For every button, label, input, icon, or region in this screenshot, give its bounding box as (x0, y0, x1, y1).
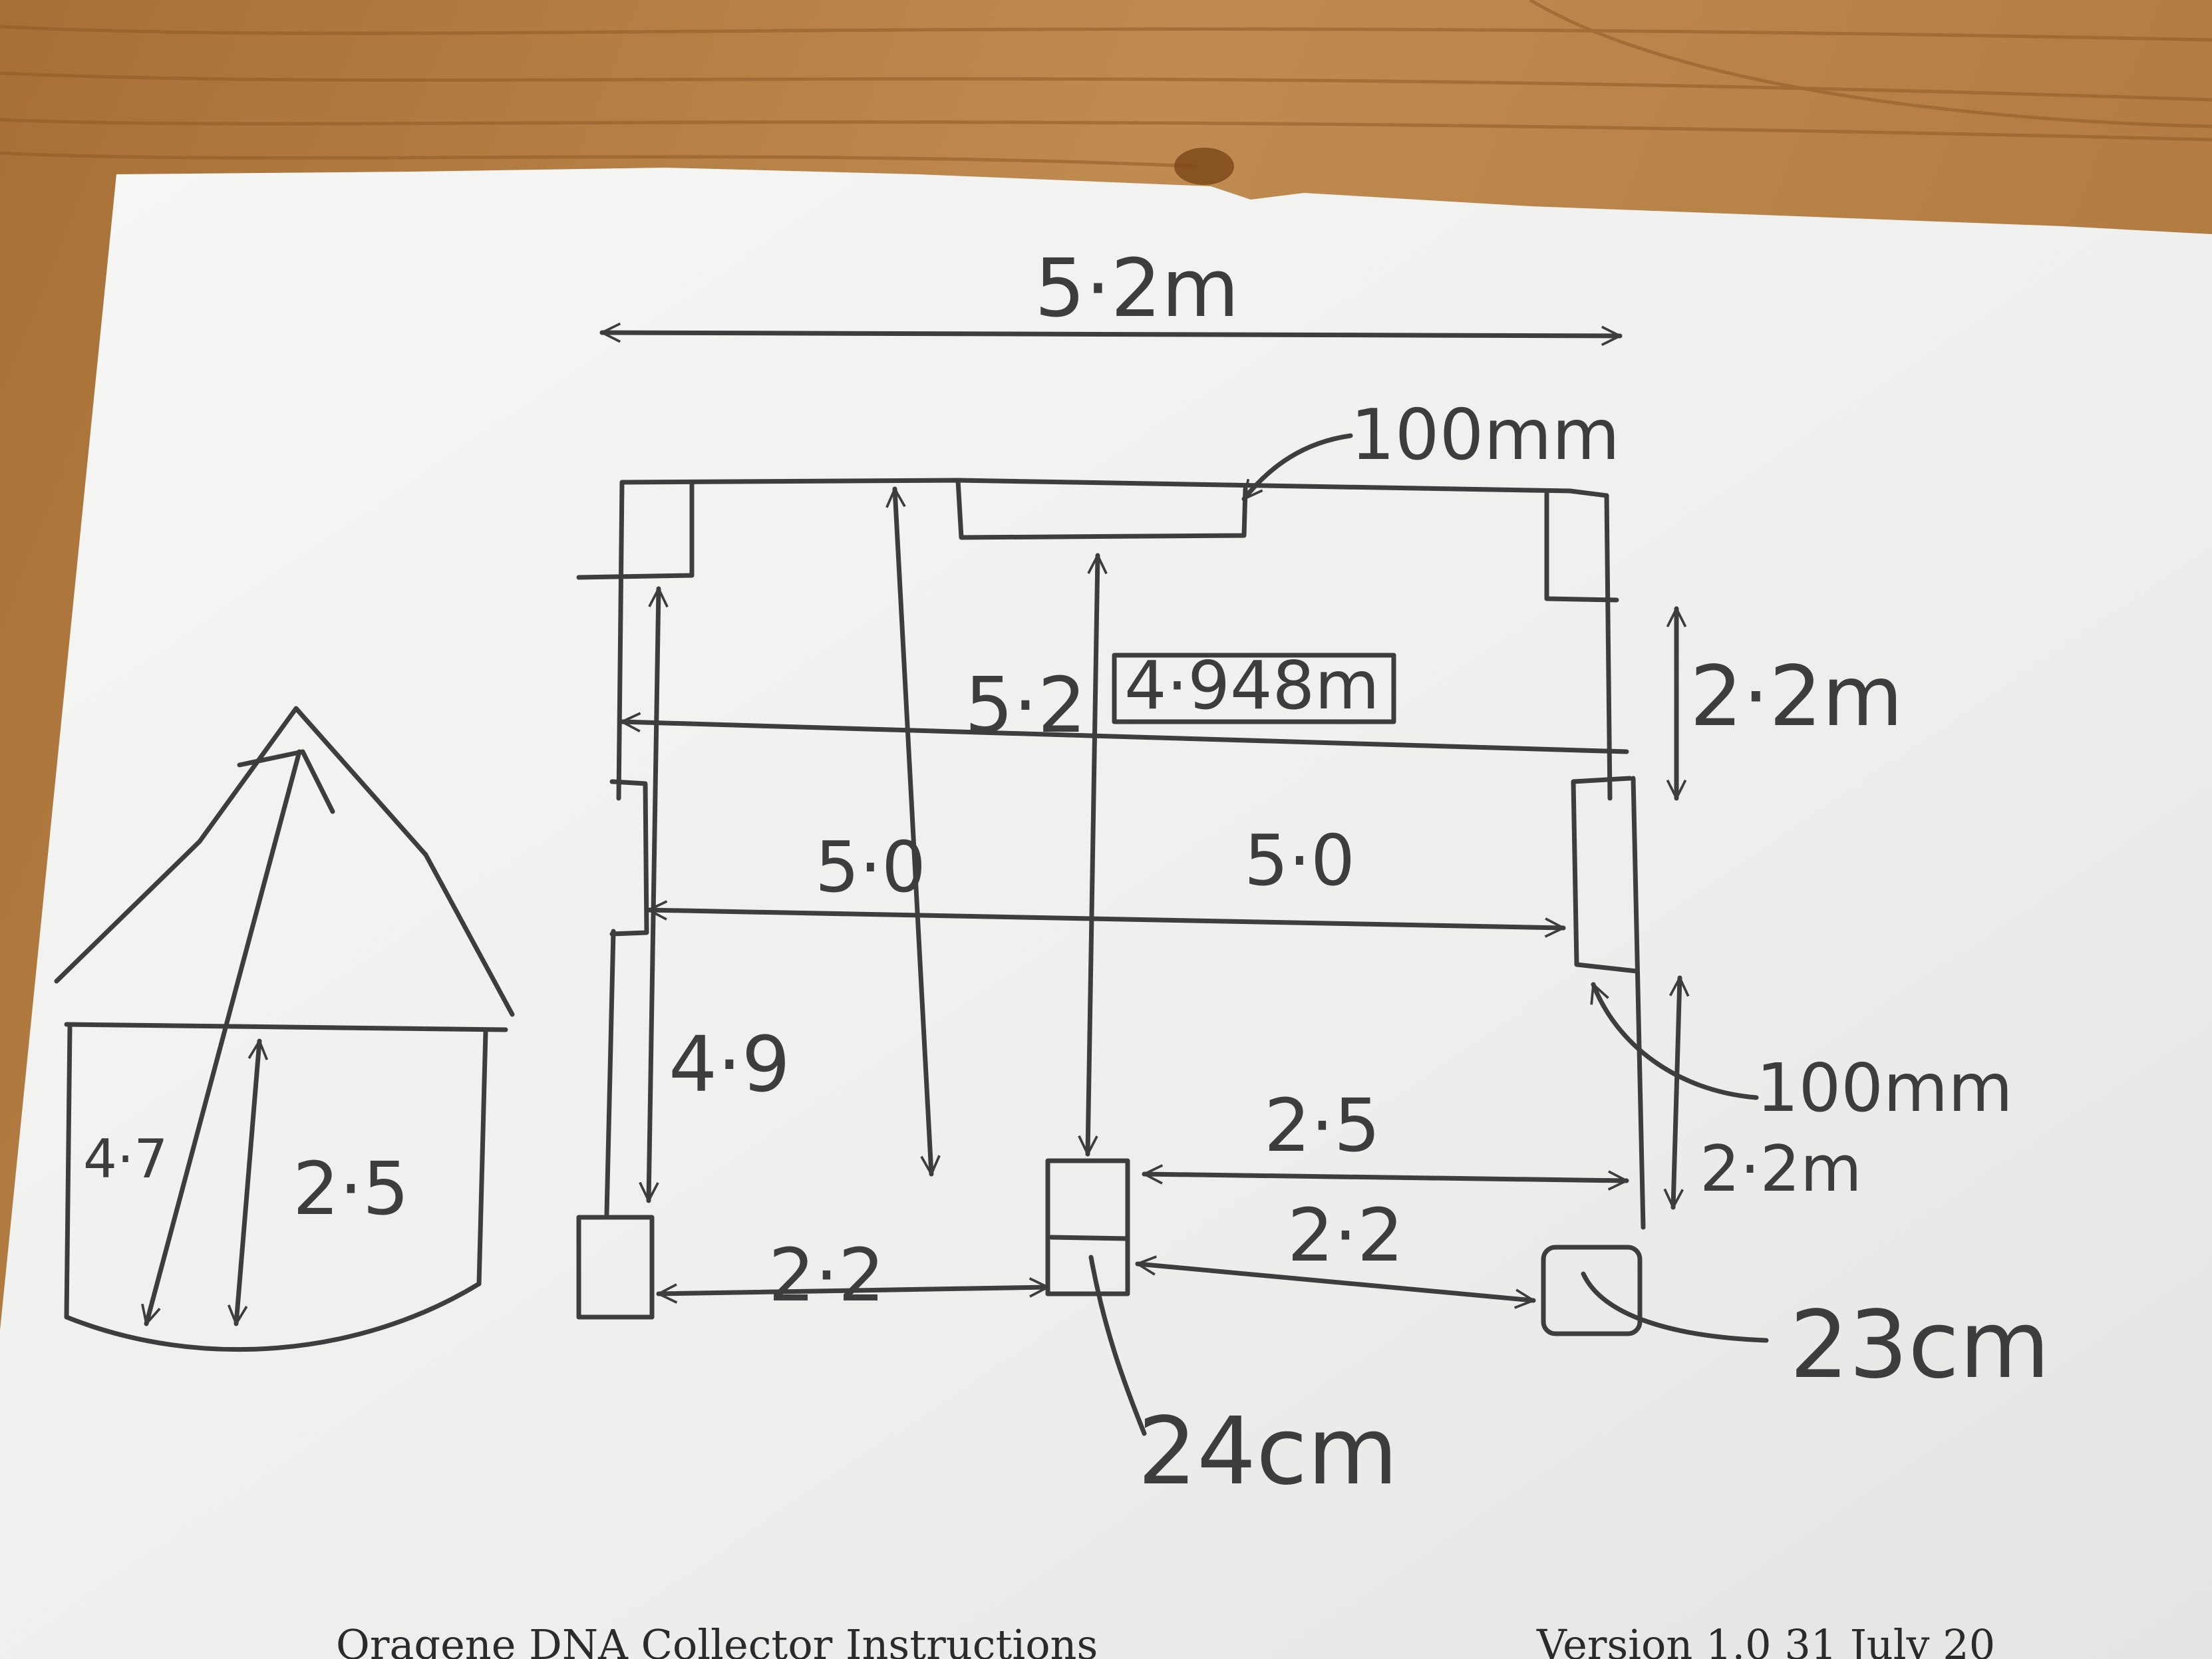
side-roof (54, 706, 515, 1017)
label-left-height: 4·9 (669, 1020, 790, 1110)
footer-left: Oragene DNA Collector Instructions (336, 1620, 1098, 1659)
label-post-b-size: 23cm (1790, 1291, 2050, 1400)
right-lower-wall (1631, 776, 1646, 1230)
label-right-span: 5·0 (1244, 820, 1355, 901)
post-right (1541, 1245, 1643, 1336)
arrow-right-lower-gap (1673, 978, 1680, 1207)
arrow-left-height (649, 589, 659, 1201)
arrow-center-tall (895, 489, 931, 1174)
label-lower-right-100mm: 100mm (1756, 1049, 2013, 1127)
leader-24cm (1088, 1255, 1147, 1436)
sketch-labels: 5·2m 100mm 5·2 4·948m 2·2m 5·0 5·0 4·9 1… (83, 243, 2050, 1506)
arrow-mid-width (622, 722, 1629, 754)
label-center-arrow: 5·2 (965, 661, 1086, 750)
footer-right: Version 1.0 31 July 20 (1536, 1620, 1995, 1659)
right-window (1571, 776, 1639, 974)
side-walls (64, 1025, 488, 1352)
top-width-arrow (599, 333, 1623, 336)
measure-box (1112, 653, 1396, 724)
label-lower-right-gap: 2·2m (1700, 1133, 1862, 1206)
leader-23cm (1581, 1271, 1769, 1343)
label-side-total: 4·7 (83, 1128, 168, 1190)
arrow-left-post-gap (659, 1287, 1048, 1294)
side-roof-inner (237, 749, 335, 814)
left-outer-wall (616, 480, 625, 801)
arrow-inner-width (649, 910, 1563, 928)
corner-block-top-left (576, 480, 695, 580)
label-side-wall: 2·5 (293, 1146, 409, 1231)
side-arrow-wall (236, 1041, 259, 1324)
post-center (1045, 1158, 1130, 1296)
wood-grain (0, 0, 2212, 168)
post-center-divider (1048, 1235, 1130, 1241)
left-lower-wall (604, 929, 616, 1217)
label-right-gap: 2·2m (1690, 649, 1903, 745)
label-wall-thickness-top: 100mm (1350, 394, 1620, 476)
arrow-post-gap-lower (1138, 1264, 1533, 1300)
leader-lower-100mm (1593, 984, 1759, 1100)
leader-top-100mm (1241, 433, 1353, 502)
top-wall (619, 478, 1609, 498)
label-left-gap-lower: 2·2 (768, 1233, 885, 1318)
arrow-post-gap-upper (1144, 1174, 1627, 1181)
wood-knot (1174, 148, 1234, 185)
label-mid-gap: 2·5 (1264, 1083, 1380, 1168)
side-arrow-total (146, 749, 302, 1324)
label-post-a-size: 24cm (1138, 1398, 1398, 1506)
corner-block-top-right (1544, 488, 1619, 603)
top-window (955, 478, 1248, 540)
right-outer-wall (1604, 493, 1613, 801)
label-mid-gap-lower: 2·2 (1287, 1193, 1404, 1278)
post-left (576, 1215, 655, 1320)
paper-sheet (0, 168, 2212, 1659)
label-left-span: 5·0 (815, 827, 926, 908)
side-eave-line (64, 1022, 508, 1032)
arrow-center-post (1088, 555, 1098, 1154)
label-top-width: 5·2m (1034, 243, 1239, 335)
label-boxed-measure: 4·948m (1124, 647, 1380, 724)
